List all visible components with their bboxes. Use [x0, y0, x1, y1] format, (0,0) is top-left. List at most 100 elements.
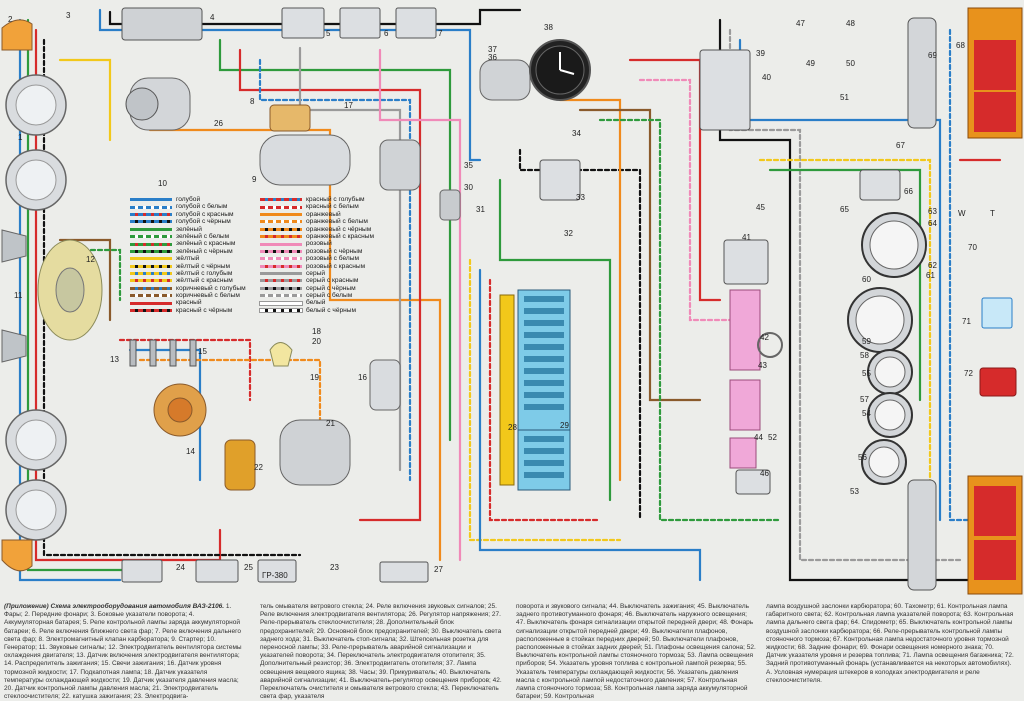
legend-label: голубой	[176, 196, 201, 203]
wire-swatch	[130, 212, 172, 216]
component-number: 49	[806, 59, 815, 68]
component-number: 63	[928, 207, 937, 216]
wiring-diagram: 1 2 3 4 5 6 7 8 9 10 11 12 13 14 15 16 1…	[1, 7, 1023, 595]
component-number: 24	[176, 563, 185, 572]
legend-item: серый с красным	[260, 277, 388, 284]
legend-label: красный	[176, 299, 202, 307]
wire-swatch	[259, 300, 303, 306]
legend-label: серый с белым	[306, 292, 353, 300]
component-number: 67	[896, 141, 905, 150]
component-number: 50	[846, 59, 855, 68]
steering-icon	[757, 332, 783, 358]
component-number: 8	[250, 97, 255, 106]
component-number: 52	[768, 433, 777, 442]
component-number: 11	[14, 291, 23, 300]
legend-item: розовый с чёрным	[260, 248, 388, 255]
component-number: 69	[928, 51, 937, 60]
wire-swatch	[130, 264, 172, 268]
clock	[529, 39, 591, 101]
wire-swatch	[260, 249, 302, 253]
wire-swatch	[260, 257, 302, 261]
legend-label: оранжевый с белым	[306, 218, 368, 226]
component-number: 45	[756, 203, 765, 212]
legend-label: розовый	[306, 240, 332, 248]
legend-label: зелёный с белым	[176, 232, 230, 240]
legend-label: голубой с белым	[176, 203, 228, 211]
component-number: 10	[158, 179, 167, 188]
caption-column-2: тель омывателя ветрового стекла; 24. Рел…	[260, 603, 506, 701]
component-number: 41	[742, 233, 751, 242]
component-number: 15	[198, 347, 207, 356]
caption-column-3: поворота и звукового сигнала; 44. Выключ…	[516, 603, 756, 701]
wire-swatch	[260, 212, 302, 216]
component-number: 25	[244, 563, 253, 572]
gauge-w-label: W	[958, 209, 966, 218]
wire-swatch	[130, 227, 172, 231]
component-number: 5	[326, 29, 331, 38]
component-number: 66	[904, 187, 913, 196]
legend-item: розовый с красным	[260, 263, 388, 270]
component-number: 29	[560, 421, 569, 430]
legend-label: зелёный	[176, 225, 202, 233]
legend-label: оранжевый с чёрным	[306, 225, 372, 233]
legend-item: розовый	[260, 240, 388, 247]
component-number: 30	[464, 183, 473, 192]
component-number: 53	[850, 487, 859, 496]
component-number: 64	[928, 219, 937, 228]
wire-swatch	[130, 242, 172, 246]
component-number: 13	[110, 355, 119, 364]
component-number: 2	[8, 15, 13, 24]
wire-swatch	[260, 220, 302, 224]
legend-label: жёлтый с чёрным	[176, 262, 231, 270]
component-number: 3	[66, 11, 71, 20]
legend-label: оранжевый с красным	[306, 232, 375, 240]
legend-item: коричневый с голубым	[130, 285, 258, 292]
component-number: 31	[476, 205, 485, 214]
wire-swatch	[130, 257, 172, 261]
legend-item: оранжевый с белым	[260, 218, 388, 225]
legend-item: зелёный с красным	[130, 240, 258, 247]
legend-item: красный с чёрным	[130, 307, 258, 314]
component-number: 40	[762, 73, 771, 82]
legend-label: коричневый с белым	[176, 292, 240, 300]
legend-item: серый с чёрным	[260, 285, 388, 292]
diagram-caption: (Приложение) Схема электрооборудования а…	[4, 600, 1020, 700]
component-number: 39	[756, 49, 765, 58]
wire-swatch	[130, 286, 172, 290]
legend-label: голубой с чёрным	[176, 218, 231, 226]
wire-swatch	[260, 279, 302, 283]
legend-item: жёлтый с голубым	[130, 270, 258, 277]
component-number: 28	[508, 423, 517, 432]
wire-swatch	[130, 272, 172, 276]
wire-swatch	[130, 279, 172, 283]
component-number: 9	[252, 175, 257, 184]
spark-plugs	[129, 339, 197, 367]
legend-label: зелёный с красным	[176, 240, 236, 248]
legend-label: коричневый с голубым	[176, 284, 246, 292]
component-number: 60	[862, 275, 871, 284]
component-number: 47	[796, 19, 805, 28]
legend-item: голубой с чёрным	[130, 218, 258, 225]
rear-lamps	[907, 7, 1023, 595]
component-number: 12	[86, 255, 95, 264]
component-number: 34	[572, 129, 581, 138]
front-lamps	[1, 19, 67, 572]
wire-swatch	[130, 198, 172, 202]
relays	[121, 7, 901, 583]
legend-label: красный с чёрным	[176, 306, 233, 314]
component-number: 37	[488, 45, 497, 54]
legend-item: голубой с красным	[130, 211, 258, 218]
legend-item: жёлтый с чёрным	[130, 263, 258, 270]
component-number: 48	[846, 19, 855, 28]
component-number: 38	[544, 23, 553, 32]
component-number: 70	[968, 243, 977, 252]
wire-swatch	[130, 294, 172, 298]
wire-swatch	[130, 301, 172, 305]
wire-swatch	[260, 242, 302, 246]
component-number: 26	[214, 119, 223, 128]
legend-item: оранжевый с чёрным	[260, 226, 388, 233]
wire-swatch	[260, 294, 302, 298]
component-number: 61	[926, 271, 935, 280]
